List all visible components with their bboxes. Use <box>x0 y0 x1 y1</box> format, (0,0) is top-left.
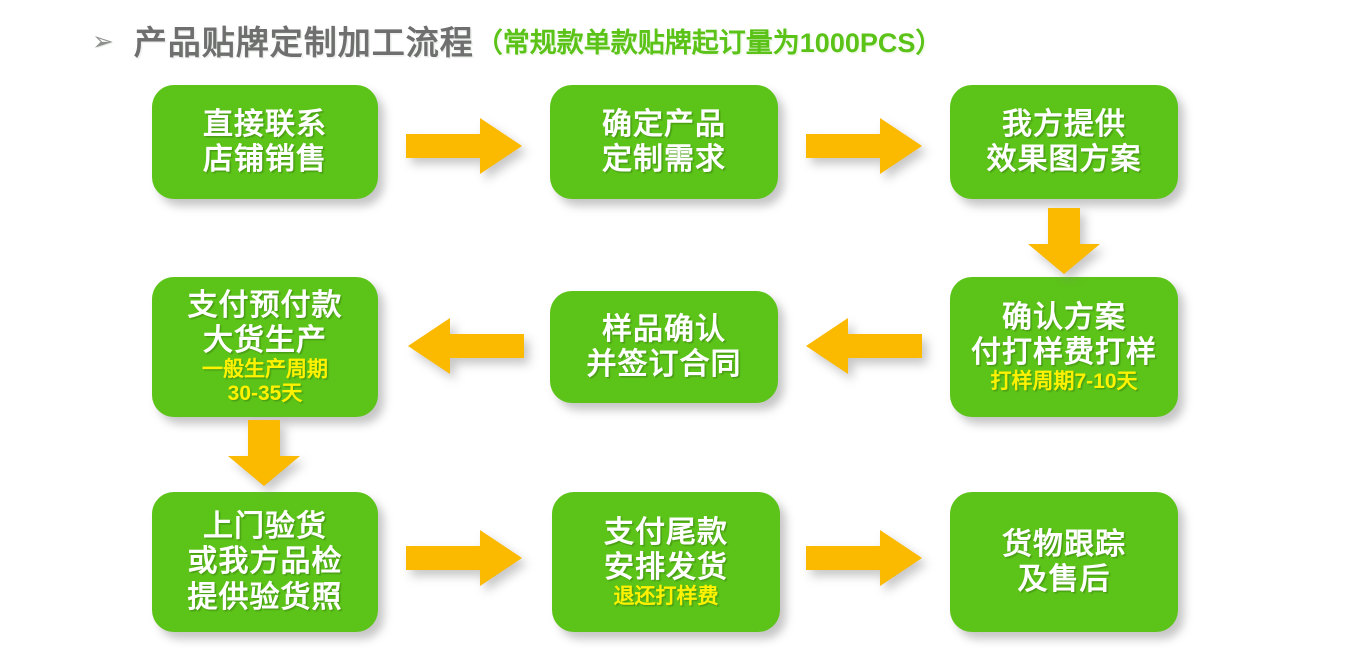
flow-node-note: 退还打样费 <box>613 584 719 608</box>
flow-node-line: 定制需求 <box>602 143 726 176</box>
flow-node-line: 我方提供 <box>1002 107 1126 141</box>
flow-node-line: 安排发货 <box>604 550 728 584</box>
flow-node-note: 一般生产周期 <box>202 357 328 381</box>
flow-node-line: 大货生产 <box>203 323 327 357</box>
page-title: ➢ 产品贴牌定制加工流程 （常规款单款贴牌起订量为1000PCS） <box>92 16 942 64</box>
page-title-main: 产品贴牌定制加工流程 <box>133 24 474 61</box>
flow-node-line: 效果图方案 <box>986 143 1142 176</box>
flow-node-line: 确定产品 <box>602 107 726 141</box>
flow-node-final-payment-shipping[interactable]: 支付尾款 安排发货 退还打样费 <box>552 492 780 632</box>
arrow-left-icon <box>408 318 524 374</box>
flow-node-note: 打样周期7-10天 <box>990 369 1138 393</box>
flow-node-inspection[interactable]: 上门验货 或我方品检 提供验货照 <box>152 492 378 632</box>
arrow-right-icon <box>806 118 922 174</box>
arrow-right-icon <box>806 530 922 586</box>
flow-node-line: 提供验货照 <box>187 580 343 614</box>
flow-node-tracking-aftersales[interactable]: 货物跟踪 及售后 <box>950 492 1178 632</box>
flow-node-line: 支付尾款 <box>604 515 728 549</box>
flow-node-note-secondary: 30-35天 <box>227 382 303 406</box>
arrow-down-icon <box>1028 208 1100 274</box>
flow-node-deposit-production[interactable]: 支付预付款 大货生产 一般生产周期 30-35天 <box>152 277 378 417</box>
arrow-right-icon <box>406 530 522 586</box>
page-title-note: （常规款单款贴牌起订量为1000PCS） <box>475 27 943 58</box>
flow-node-line: 直接联系 <box>203 107 327 141</box>
flow-node-line: 确认方案 <box>1002 300 1126 334</box>
flow-node-contact-sales[interactable]: 直接联系 店铺销售 <box>152 85 378 199</box>
arrow-bullet-icon: ➢ <box>92 26 114 56</box>
flow-node-line: 样品确认 <box>602 312 726 346</box>
flow-node-line: 并签订合同 <box>586 348 742 381</box>
flow-node-line: 上门验货 <box>203 510 327 544</box>
arrow-left-icon <box>806 318 922 374</box>
flow-node-line: 货物跟踪 <box>1002 527 1126 561</box>
flow-node-line: 及售后 <box>1017 563 1111 596</box>
flow-node-provide-design[interactable]: 我方提供 效果图方案 <box>950 85 1178 199</box>
arrow-right-icon <box>406 118 522 174</box>
flow-node-sample-confirm-contract[interactable]: 样品确认 并签订合同 <box>550 291 778 403</box>
flow-node-approve-and-sample[interactable]: 确认方案 付打样费打样 打样周期7-10天 <box>950 277 1178 417</box>
flow-node-line: 付打样费打样 <box>971 335 1157 369</box>
flow-node-line: 店铺销售 <box>203 143 327 176</box>
flow-node-line: 支付预付款 <box>187 288 343 322</box>
flow-node-line: 或我方品检 <box>187 545 343 579</box>
arrow-down-icon <box>228 420 300 486</box>
flow-node-confirm-requirements[interactable]: 确定产品 定制需求 <box>550 85 778 199</box>
